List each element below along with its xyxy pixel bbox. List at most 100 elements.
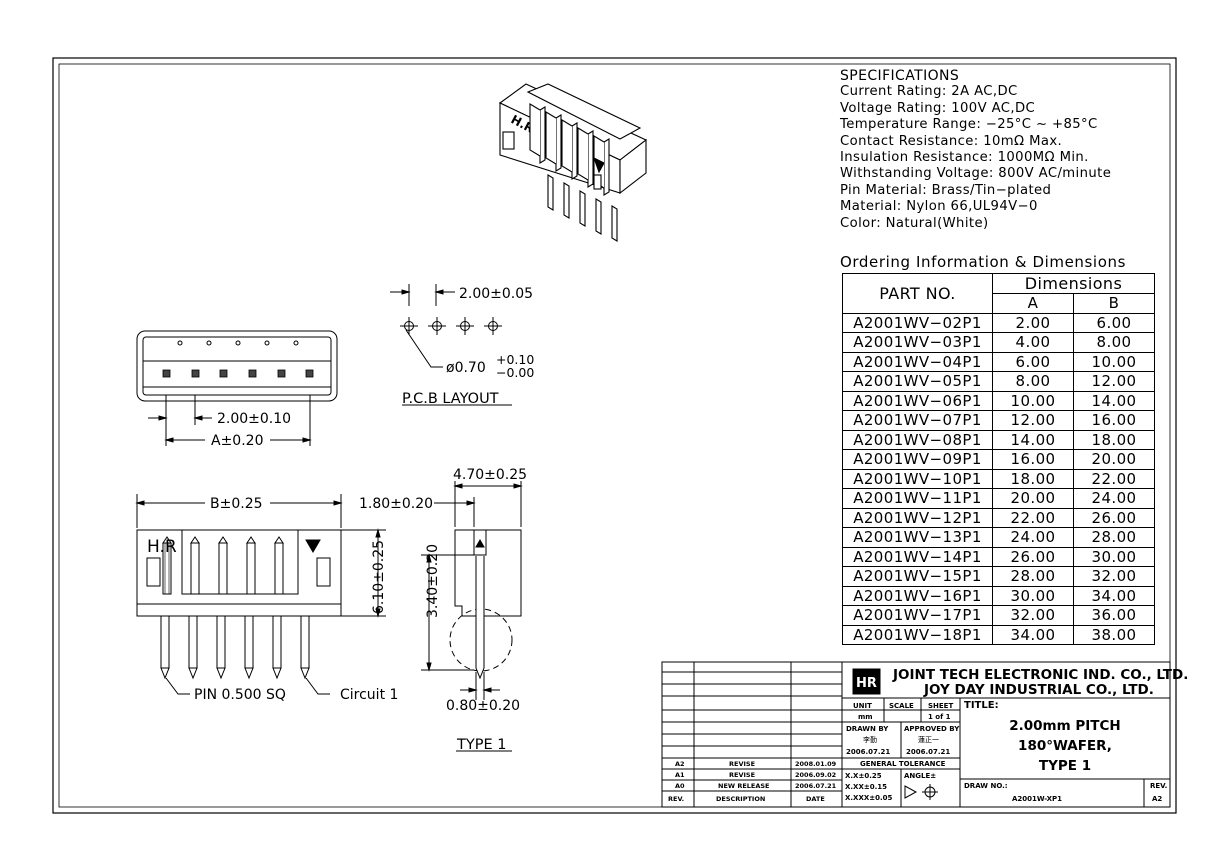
top-pitch-label: 2.00±0.10 bbox=[217, 411, 291, 427]
col-a-header: A bbox=[992, 293, 1074, 314]
rev-row-3-date: 2006.07.21 bbox=[795, 782, 837, 790]
dim-b-cell: 26.00 bbox=[1073, 507, 1155, 528]
spec-line: Contact Resistance: 10mΩ Max. bbox=[840, 133, 1063, 149]
part-no-cell: A2001WV−04P1 bbox=[842, 351, 993, 372]
draw-no-label: DRAW NO.: bbox=[964, 782, 1008, 790]
pcb-holes bbox=[400, 317, 502, 335]
rev-row-1-rev: A2 bbox=[675, 760, 685, 768]
drawn-by-date: 2006.07.21 bbox=[846, 748, 890, 756]
spec-line: Temperature Range: −25°C ~ +85°C bbox=[840, 117, 1098, 133]
spec-line: Voltage Rating: 100V AC,DC bbox=[840, 100, 1036, 116]
dim-a-cell: 10.00 bbox=[992, 390, 1074, 411]
specifications-block: SPECIFICATIONS Current Rating: 2A AC,DC … bbox=[840, 68, 1111, 232]
part-no-cell: A2001WV−09P1 bbox=[842, 449, 993, 470]
unit-label: UNIT bbox=[853, 702, 872, 710]
title-label: TITLE: bbox=[964, 700, 999, 711]
rev-row-2-rev: A1 bbox=[675, 771, 685, 779]
dim-b-cell: 14.00 bbox=[1073, 390, 1155, 411]
side-depth-label: 1.80±0.20 bbox=[359, 496, 433, 512]
dim-a-cell: 18.00 bbox=[992, 468, 1074, 489]
dim-b-cell: 12.00 bbox=[1073, 371, 1155, 392]
dim-a-cell: 30.00 bbox=[992, 585, 1074, 606]
rev-label: REV. bbox=[1150, 782, 1167, 790]
general-tolerance-label: GENERAL TOLERANCE bbox=[860, 760, 946, 768]
side-view bbox=[421, 481, 523, 752]
title-block: HR bbox=[661, 661, 1171, 808]
dim-b-cell: 6.00 bbox=[1073, 312, 1155, 333]
dim-a-cell: 6.00 bbox=[992, 351, 1074, 372]
part-no-cell: A2001WV−10P1 bbox=[842, 468, 993, 489]
rev-col-header: REV. bbox=[668, 795, 684, 803]
part-no-cell: A2001WV−13P1 bbox=[842, 527, 993, 548]
pcb-hole-tol-minus: −0.00 bbox=[496, 365, 534, 380]
part-no-cell: A2001WV−06P1 bbox=[842, 390, 993, 411]
top-a-label: A±0.20 bbox=[211, 433, 263, 449]
angle-label: ANGLE± bbox=[904, 772, 936, 780]
part-no-cell: A2001WV−11P1 bbox=[842, 488, 993, 509]
side-height-label: 3.40±0.20 bbox=[425, 544, 441, 618]
title-block-text: JOINT TECH ELECTRONIC IND. CO., LTD. JOY… bbox=[668, 667, 1188, 803]
title-line-1: 2.00mm PITCH bbox=[1009, 718, 1120, 734]
part-no-cell: A2001WV−08P1 bbox=[842, 429, 993, 450]
dim-b-cell: 16.00 bbox=[1073, 410, 1155, 431]
sheet-label: SHEET bbox=[928, 702, 953, 710]
tolerance-1: X.X±0.25 bbox=[845, 772, 882, 780]
title-line-3: TYPE 1 bbox=[1039, 758, 1091, 774]
part-no-cell: A2001WV−15P1 bbox=[842, 566, 993, 587]
approved-by-label: APPROVED BY bbox=[904, 725, 960, 733]
part-no-cell: A2001WV−03P1 bbox=[842, 332, 993, 353]
dim-b-cell: 24.00 bbox=[1073, 488, 1155, 509]
front-circuit-label: Circuit 1 bbox=[340, 687, 398, 703]
dim-b-cell: 36.00 bbox=[1073, 605, 1155, 626]
dim-a-cell: 16.00 bbox=[992, 449, 1074, 470]
dimension-labels: 2.00±0.05 ø0.70 +0.10 −0.00 P.C.B LAYOUT… bbox=[147, 286, 534, 753]
spec-line: Pin Material: Brass/Tin−plated bbox=[840, 182, 1052, 198]
drawn-by-label: DRAWN BY bbox=[846, 725, 889, 733]
part-no-cell: A2001WV−12P1 bbox=[842, 507, 993, 528]
company-name-1: JOINT TECH ELECTRONIC IND. CO., LTD. bbox=[892, 667, 1188, 683]
rev-row-3-rev: A0 bbox=[675, 782, 685, 790]
dim-a-cell: 14.00 bbox=[992, 429, 1074, 450]
dim-a-cell: 2.00 bbox=[992, 312, 1074, 333]
dim-b-cell: 28.00 bbox=[1073, 527, 1155, 548]
front-b-label: B±0.25 bbox=[210, 496, 263, 512]
front-height-label: 6.10±0.25 bbox=[371, 540, 387, 614]
dim-b-cell: 32.00 bbox=[1073, 566, 1155, 587]
dim-a-cell: 20.00 bbox=[992, 488, 1074, 509]
pcb-layout-label: P.C.B LAYOUT bbox=[402, 391, 499, 407]
side-pin-label: 0.80±0.20 bbox=[446, 698, 520, 714]
part-no-cell: A2001WV−14P1 bbox=[842, 546, 993, 567]
dim-a-cell: 32.00 bbox=[992, 605, 1074, 626]
pcb-layout bbox=[390, 284, 512, 406]
outer-border bbox=[52, 57, 1177, 814]
part-no-cell: A2001WV−16P1 bbox=[842, 585, 993, 606]
dim-a-cell: 34.00 bbox=[992, 624, 1074, 645]
svg-text:HR: HR bbox=[856, 676, 877, 691]
title-line-2: 180°WAFER, bbox=[1018, 738, 1112, 754]
front-pins bbox=[160, 536, 310, 680]
type-label: TYPE 1 bbox=[456, 737, 506, 753]
dimensions-header: Dimensions bbox=[992, 273, 1155, 294]
part-no-cell: A2001WV−07P1 bbox=[842, 410, 993, 431]
spec-line: Insulation Resistance: 1000MΩ Min. bbox=[840, 149, 1089, 165]
tolerance-2: X.XX±0.15 bbox=[845, 783, 887, 791]
isometric-view: H.R bbox=[498, 83, 648, 242]
dim-b-cell: 30.00 bbox=[1073, 546, 1155, 567]
approved-by-date: 2006.07.21 bbox=[906, 748, 950, 756]
dim-a-cell: 24.00 bbox=[992, 527, 1074, 548]
dim-a-cell: 12.00 bbox=[992, 410, 1074, 431]
pcb-hole-label: ø0.70 bbox=[446, 360, 486, 376]
